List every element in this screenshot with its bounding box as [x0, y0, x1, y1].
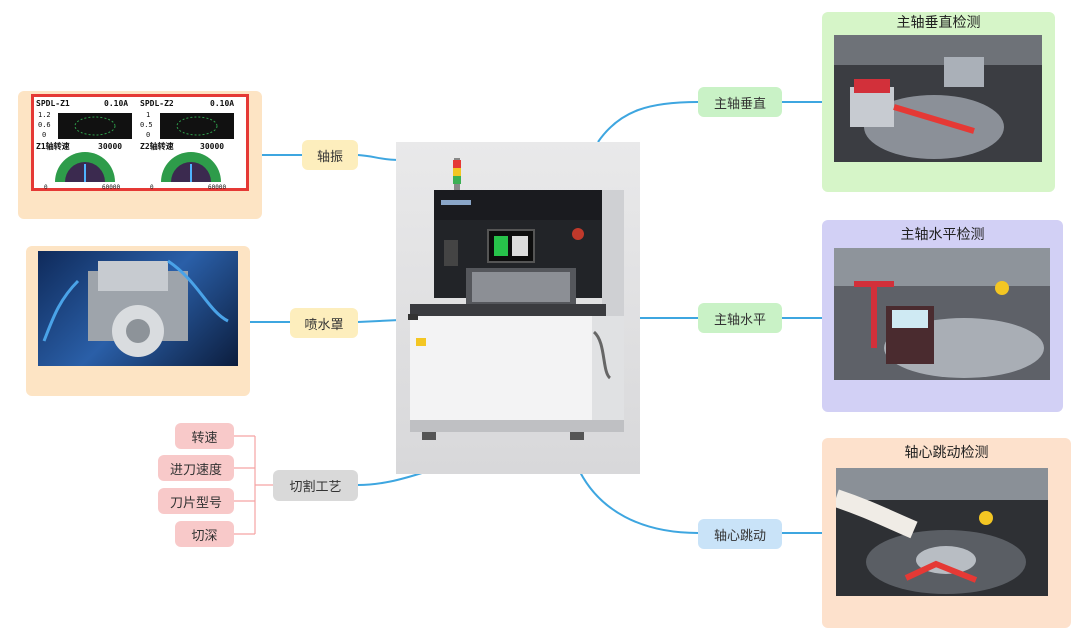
vertical-photo [834, 35, 1042, 162]
z2-vibration-scope [160, 113, 234, 139]
horizontal-card-title: 主轴水平检测 [900, 227, 985, 243]
z1-speed-value: 30000 [98, 142, 123, 151]
z1-speed-label: Z1轴转速 [36, 142, 70, 151]
runout-photo [836, 468, 1048, 596]
z2-current: 0.10A [210, 99, 235, 108]
z2-tick-bottom: 0 [146, 131, 151, 139]
line-spray [357, 319, 401, 323]
z1-label: SPDL-Z1 [36, 99, 70, 108]
process-item-cut-depth[interactable]: 切深 [175, 521, 234, 547]
machine-icon [408, 158, 624, 440]
z2-gauge-max: 60000 [208, 184, 227, 191]
line-process [357, 471, 426, 486]
node-vibration[interactable]: 轴振 [302, 140, 358, 170]
runout-card-title: 轴心跳动检测 [904, 445, 989, 461]
process-item-blade-model[interactable]: 刀片型号 [158, 488, 234, 514]
line-vibration [357, 154, 401, 161]
machine-photo [396, 142, 640, 474]
process-item-speed[interactable]: 转速 [175, 423, 234, 449]
z1-tick-bottom: 0 [42, 131, 47, 139]
z1-speed-gauge [55, 152, 115, 182]
z2-label: SPDL-Z2 [140, 99, 174, 108]
node-runout[interactable]: 轴心跳动 [698, 519, 782, 549]
z1-gauge-min: 0 [44, 184, 48, 191]
z2-speed-label: Z2轴转速 [140, 142, 174, 151]
spray-hood-photo [38, 251, 238, 366]
node-horizontal[interactable]: 主轴水平 [698, 303, 782, 333]
spray-card [26, 246, 250, 396]
vibration-card: SPDL-Z1 0.10A SPDL-Z2 0.10A 1.2 0.6 0 1 … [18, 91, 262, 219]
node-process[interactable]: 切割工艺 [273, 470, 358, 501]
z1-gauge-max: 60000 [102, 184, 121, 191]
node-spray[interactable]: 喷水罩 [290, 308, 358, 338]
z2-gauge-min: 0 [150, 184, 154, 191]
horizontal-photo [834, 248, 1050, 380]
z1-tick-top: 1.2 [38, 111, 51, 119]
vertical-card: 主轴垂直检测 [822, 12, 1055, 192]
horizontal-card: 主轴水平检测 [822, 220, 1063, 412]
vertical-card-title: 主轴垂直检测 [896, 15, 981, 31]
z1-tick-mid: 0.6 [38, 121, 51, 129]
z2-speed-gauge [161, 152, 221, 182]
z2-speed-value: 30000 [200, 142, 225, 151]
bracket-process [234, 435, 273, 535]
node-vertical[interactable]: 主轴垂直 [698, 87, 782, 117]
vibration-panel: SPDL-Z1 0.10A SPDL-Z2 0.10A 1.2 0.6 0 1 … [31, 94, 249, 191]
z2-tick-top: 1 [146, 111, 151, 119]
line-runout [579, 471, 699, 534]
z1-current: 0.10A [104, 99, 129, 108]
process-item-feed-rate[interactable]: 进刀速度 [158, 455, 234, 481]
line-vertical [597, 101, 699, 143]
runout-card: 轴心跳动检测 [822, 438, 1071, 628]
z1-vibration-scope [58, 113, 132, 139]
z2-tick-mid: 0.5 [140, 121, 153, 129]
